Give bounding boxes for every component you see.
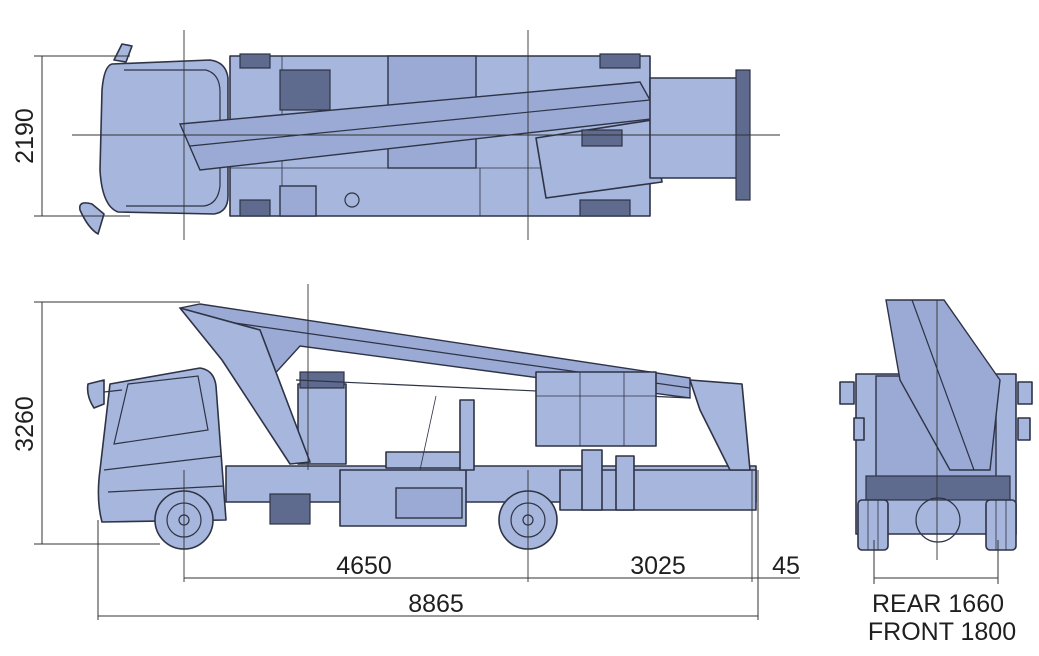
rear-view [839,299,1033,560]
side-view-cab [97,367,227,523]
front-track-label: FRONT 1800 [868,618,1016,646]
rear-view-left-tyre [857,499,889,551]
overall-height-label: 3260 [11,396,39,452]
side-view-boom-tip [689,379,751,471]
wheelbase-label: 4650 [336,552,392,580]
rear-extension-label: 45 [772,552,800,580]
top-view-cab [99,59,229,215]
dimension-overall-width: 2190 [11,55,130,217]
side-view-mirror [86,379,105,409]
dimension-track: REAR 1660 FRONT 1800 [868,540,1016,646]
rear-overhang-label: 3025 [630,552,686,580]
dimension-wheelbase: 4650 [184,552,528,580]
dimension-overall-length: 8865 [97,520,758,620]
top-view-boom-tip [649,77,741,179]
side-view-boom-arm [179,307,311,465]
dimension-rear-overhang: 3025 [528,552,752,580]
top-view-mirror-lower [78,202,105,235]
top-view-mirror-upper [113,43,133,63]
rear-track-label: REAR 1660 [872,590,1004,618]
side-view-windshield [113,375,209,445]
top-view-turret-box [279,69,331,111]
overall-length-label: 8865 [408,590,464,618]
rear-view-right-tyre [985,499,1017,551]
side-view-basket [535,371,657,447]
overall-width-label: 2190 [11,108,39,164]
side-view [86,284,757,582]
top-view-basket [535,119,663,199]
dimension-rear-extension: 45 [752,470,800,620]
dimension-overall-height: 3260 [11,301,200,545]
top-view [72,30,780,240]
